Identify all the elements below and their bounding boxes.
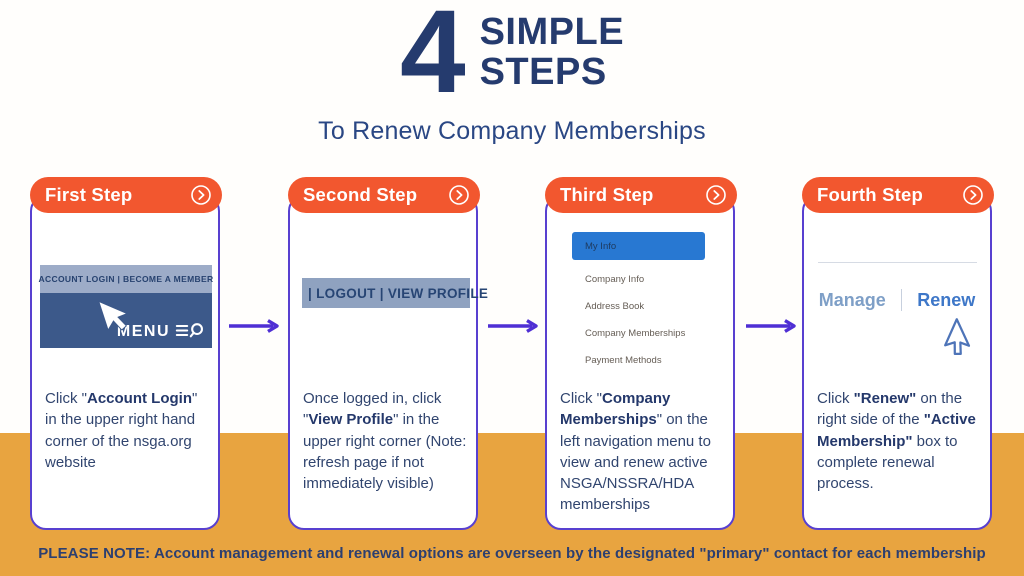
menu-label[interactable]: MENU bbox=[116, 323, 170, 340]
chevron-circle-icon[interactable] bbox=[962, 184, 984, 206]
step-card-4: Fourth Step Manage Renew Click "Renew" o… bbox=[802, 177, 994, 530]
nav-item-company-memberships[interactable]: Company Memberships bbox=[585, 328, 686, 339]
website-header-screenshot: ACCOUNT LOGIN | BECOME A MEMBER MENU bbox=[38, 265, 213, 348]
nav-item-company-info[interactable]: Company Info bbox=[585, 274, 645, 285]
step-4-description: Click "Renew" on the right side of the "… bbox=[817, 390, 976, 493]
footer-note: PLEASE NOTE: Account management and rene… bbox=[38, 545, 986, 562]
title-block: 4 SIMPLE STEPS To Renew Company Membersh… bbox=[0, 0, 1024, 146]
step-2-label: Second Step bbox=[303, 184, 418, 205]
title-word-simple: SIMPLE bbox=[479, 11, 625, 54]
membership-box-divider bbox=[818, 262, 977, 263]
nav-item-my-info-active[interactable]: My Info bbox=[572, 232, 705, 260]
flow-arrow-icon bbox=[227, 318, 283, 339]
step-card-2: Second Step | LOGOUT | VIEW PROFILE Once… bbox=[288, 177, 488, 530]
chevron-circle-icon[interactable] bbox=[448, 184, 470, 206]
step-4-label: Fourth Step bbox=[817, 184, 923, 205]
title-number: 4 bbox=[399, 0, 466, 118]
renew-link[interactable]: Renew bbox=[917, 289, 976, 310]
chevron-circle-icon[interactable] bbox=[705, 184, 727, 206]
step-1-panel bbox=[30, 195, 220, 530]
vertical-divider bbox=[900, 289, 903, 311]
step-card-3: Third Step My Info Company Info Address … bbox=[545, 177, 737, 530]
membership-actions: Manage Renew bbox=[802, 289, 992, 311]
title-words: SIMPLE STEPS bbox=[480, 12, 624, 93]
profile-nav-menu: Company Info Address Book Company Member… bbox=[572, 266, 685, 374]
step-1-label: First Step bbox=[45, 184, 133, 205]
cursor-icon bbox=[92, 290, 141, 343]
manage-link[interactable]: Manage bbox=[818, 289, 886, 310]
step-card-1: First Step ACCOUNT LOGIN | BECOME A MEMB… bbox=[30, 177, 222, 530]
site-navbar: MENU bbox=[40, 293, 212, 348]
nav-item-payment-methods[interactable]: Payment Methods bbox=[585, 355, 662, 366]
step-2-description: Once logged in, click "View Profile" in … bbox=[303, 390, 467, 493]
step-3-label: Third Step bbox=[560, 184, 654, 205]
account-login-bar[interactable]: ACCOUNT LOGIN | BECOME A MEMBER bbox=[38, 265, 213, 293]
flow-arrow-icon bbox=[486, 318, 542, 339]
title-row: 4 SIMPLE STEPS bbox=[399, 0, 624, 118]
step-1-description: Click "Account Login" in the upper right… bbox=[45, 390, 198, 471]
step-3-header: Third Step bbox=[545, 177, 737, 213]
title-word-steps: STEPS bbox=[479, 51, 607, 94]
page-subtitle: To Renew Company Memberships bbox=[318, 116, 706, 145]
chevron-circle-icon[interactable] bbox=[190, 184, 212, 206]
nav-item-address-book[interactable]: Address Book bbox=[585, 301, 645, 312]
step-1-header: First Step bbox=[30, 177, 222, 213]
step-3-description: Click "Company Memberships" on the left … bbox=[560, 390, 711, 514]
step-2-header: Second Step bbox=[288, 177, 480, 213]
logout-view-profile-bar[interactable]: | LOGOUT | VIEW PROFILE bbox=[302, 278, 488, 308]
step-2-panel bbox=[288, 195, 478, 530]
step-4-header: Fourth Step bbox=[802, 177, 994, 213]
cursor-outline-icon bbox=[935, 315, 985, 367]
flow-arrow-icon bbox=[744, 318, 800, 339]
menu-search-icon[interactable] bbox=[174, 322, 206, 339]
